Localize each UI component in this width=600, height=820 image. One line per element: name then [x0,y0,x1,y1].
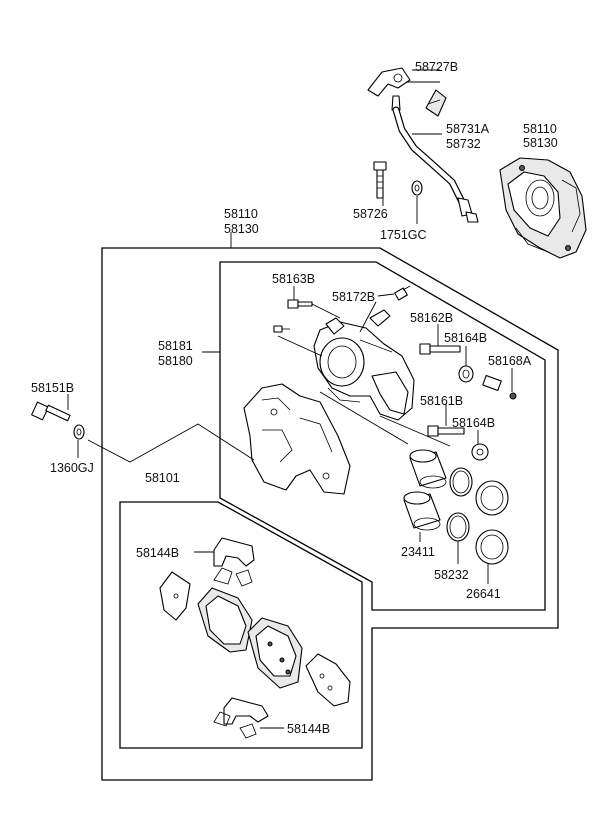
mounting-washer [73,424,85,440]
hose-bolt [373,161,387,199]
leader-lines [67,69,513,729]
label-58130: 58130 [224,222,259,236]
piston-seal-b [446,512,470,542]
label-58164B-lower: 58164B [452,416,495,430]
caliper-housing [313,309,415,421]
piston-boot-a [475,480,509,516]
guide-pin-boot-upper [458,365,474,383]
caliper-pin-small [273,325,290,333]
label-58727B: 58727B [415,60,458,74]
mounting-bolt [31,401,71,422]
brake-pad-inner [197,587,253,653]
label-58161B: 58161B [420,394,463,408]
label-58726: 58726 [353,207,388,221]
caliper-body-subframe [219,261,546,611]
hose-washer [411,180,423,196]
piston-seal-a [449,467,473,497]
label-58164B-upper: 58164B [444,331,487,345]
label-58732: 58732 [446,137,481,151]
bleeder-screw [394,285,411,301]
pad-shim-outer [305,653,351,707]
label-58144B-lower: 58144B [287,722,330,736]
label-58151B: 58151B [31,381,74,395]
pad-kit-frame [119,501,363,749]
label-58163B: 58163B [272,272,315,286]
guide-bolt-small [287,299,313,309]
label-58181: 58181 [158,339,193,353]
guide-pin-lower [427,425,465,437]
brake-hose [367,67,479,223]
label-58110: 58110 [224,207,258,221]
label-1360GJ: 1360GJ [50,461,94,475]
label-58731A: 58731A [446,122,490,136]
caliper-assembly-frame [101,247,559,781]
caliper-assembly-icon [499,157,587,259]
pad-spring-clip-upper [213,537,255,587]
piston-2 [403,491,441,531]
label-1751GC: 1751GC [380,228,427,242]
guide-pin-upper [419,343,461,355]
piston-boot-b [475,529,509,565]
guide-pin-boot-lower [471,443,489,461]
label-58101: 58101 [145,471,180,485]
label-58232: 58232 [434,568,469,582]
label-58144B-upper: 58144B [136,546,179,560]
dust-cap-small [509,392,517,400]
caliper-carrier-bracket [243,383,351,495]
label-58180: 58180 [158,354,193,368]
pad-spring-clip-lower [213,697,269,739]
label-58172B: 58172B [332,290,375,304]
piston [409,449,447,489]
anti-squeal-shim [159,571,191,621]
label-58168A: 58168A [488,354,532,368]
label-26641: 26641 [466,587,501,601]
sleeve [482,375,502,391]
label-23411: 23411 [401,545,435,559]
label-58110-top: 58110 [523,122,557,136]
brake-pad-outer [247,617,303,689]
part-labels: 58727B 58731A 58732 58110 58130 58726 17… [31,60,558,736]
hose-bracket-clip [425,89,447,117]
label-58130-top: 58130 [523,136,558,150]
label-58162B: 58162B [410,311,453,325]
